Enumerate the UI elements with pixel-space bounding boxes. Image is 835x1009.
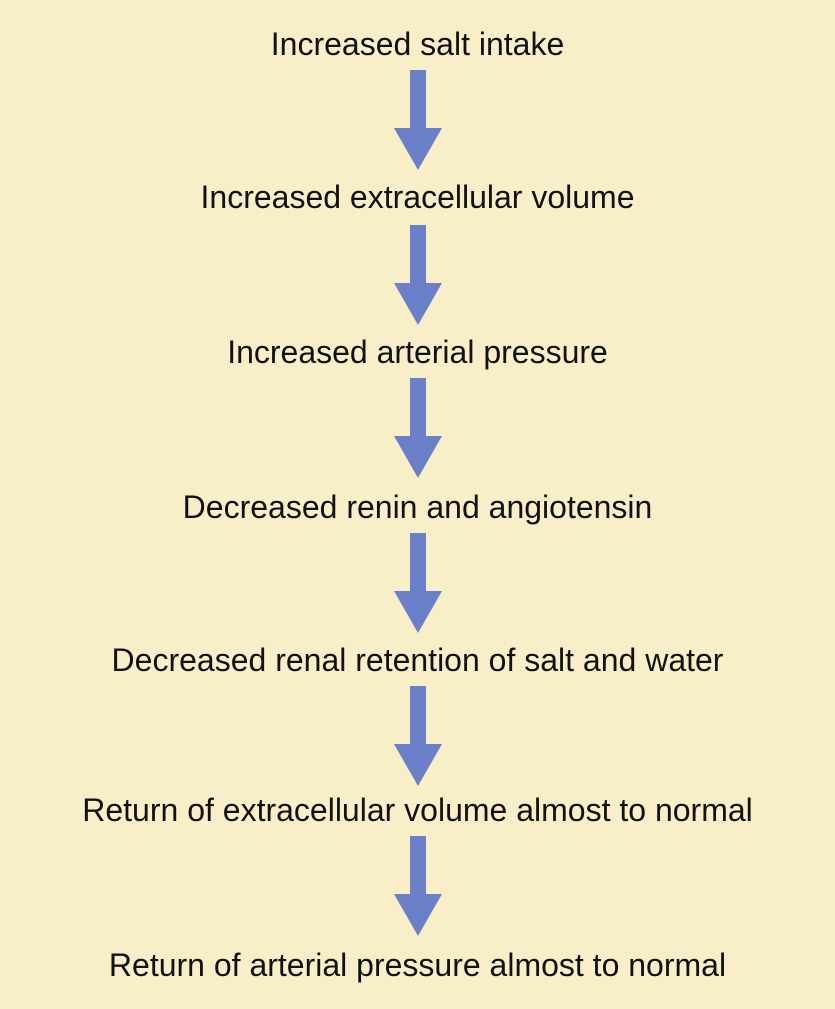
down-arrow-icon [394, 225, 442, 325]
step-decreased-renal-retention: Decreased renal retention of salt and wa… [111, 642, 724, 678]
down-arrow-icon [394, 686, 442, 786]
down-arrow-icon [394, 70, 442, 170]
step-increased-salt-intake: Increased salt intake [270, 26, 565, 62]
step-increased-arterial-pressure: Increased arterial pressure [227, 334, 608, 370]
step-return-arterial-pressure: Return of arterial pressure almost to no… [108, 947, 727, 983]
step-increased-extracellular-volume: Increased extracellular volume [200, 179, 635, 215]
step-decreased-renin-and-angiotensin: Decreased renin and angiotensin [182, 489, 653, 525]
down-arrow-icon [394, 378, 442, 478]
step-return-extracellular-volume: Return of extracellular volume almost to… [82, 792, 753, 828]
down-arrow-icon [394, 836, 442, 936]
down-arrow-icon [394, 533, 442, 633]
